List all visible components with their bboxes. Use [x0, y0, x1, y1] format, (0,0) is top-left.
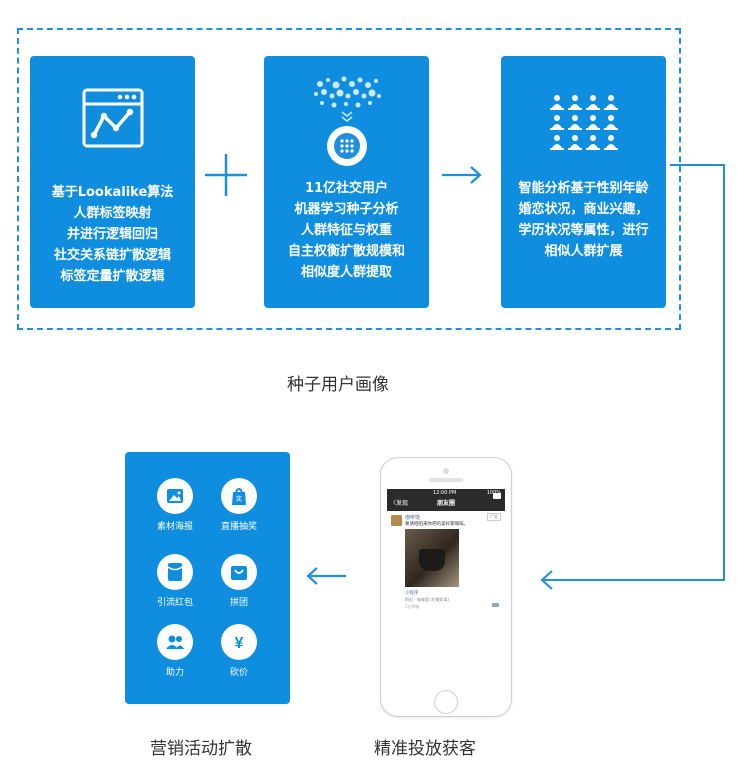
seed-user-caption: 种子用户画像	[287, 375, 389, 395]
ad-tag[interactable]: 广告	[487, 513, 501, 521]
post-meta: 附近 · 咖啡馆 (约需距离)	[405, 597, 450, 602]
tool-circle[interactable]	[157, 554, 193, 590]
card1-line: 基于Lookalike算法	[51, 185, 174, 200]
card3-line: 相似人群扩展	[544, 244, 623, 259]
marketing-caption: 营销活动扩散	[150, 739, 252, 759]
social-user-card: 11亿社交用户 机器学习种子分析 人群特征与权重 自主权衡扩散规模和 相似度人群…	[264, 56, 429, 308]
left-arrow-icon	[306, 567, 346, 585]
tool-label: 素材海报	[156, 522, 193, 532]
card3-line: 学历状况等属性，进行	[518, 223, 649, 238]
phone-screen: 12:00 PM 100% 〈发现 朋友圈 咖啡馆 广告 要请咱咱来你吧的美好家…	[387, 489, 505, 676]
tool-circle[interactable]: 奖	[221, 478, 257, 514]
red-packet-icon	[167, 563, 183, 581]
tool-circle[interactable]	[157, 478, 193, 514]
people-icon	[166, 635, 184, 649]
card2-text: 11亿社交用户 机器学习种子分析 人群特征与权重 自主权衡扩散规模和 相似度人群…	[264, 178, 429, 283]
post-text: 要请咱咱来你吧的美好家咖啡。	[405, 522, 468, 527]
similar-audience-card: 智能分析基于性别年龄 婚恋状况，商业兴趣， 学历状况等属性，进行 相似人群扩展	[501, 56, 666, 308]
back-button[interactable]: 〈发现	[390, 500, 409, 507]
flow-connector	[540, 164, 725, 590]
precise-caption: 精准投放获客	[374, 739, 476, 759]
tool-label: 助力	[165, 668, 184, 678]
home-button[interactable]	[434, 690, 458, 714]
crowd-icon	[550, 95, 618, 150]
card2-line: 自主权衡扩散规模和	[287, 244, 405, 259]
card2-line: 相似度人群提取	[300, 265, 392, 280]
card1-line: 并进行逻辑回归	[66, 227, 158, 242]
card3-line: 婚恋状况，商业兴趣，	[518, 202, 649, 217]
gift-bag-icon: 奖	[232, 488, 246, 505]
post-author[interactable]: 咖啡馆	[405, 515, 421, 521]
status-time: 12:00 PM	[433, 490, 457, 496]
svg-text:¥: ¥	[235, 635, 244, 652]
card3-text: 智能分析基于性别年龄 婚恋状况，商业兴趣， 学历状况等属性，进行 相似人群扩展	[501, 178, 666, 262]
camera-icon[interactable]	[493, 493, 501, 499]
card1-line: 社交关系链扩散逻辑	[53, 248, 171, 263]
browser-chart-icon	[82, 88, 144, 148]
card1-line: 标签定量扩散逻辑	[60, 269, 165, 284]
avatar[interactable]	[391, 515, 402, 526]
status-bar: 12:00 PM 100%	[387, 489, 505, 497]
speaker-slot	[429, 478, 463, 482]
card2-line: 人群特征与权重	[300, 223, 392, 238]
svg-text:奖: 奖	[236, 495, 242, 503]
comment-icon[interactable]	[492, 603, 499, 607]
plus-icon	[205, 154, 247, 196]
data-cluster-icon	[314, 76, 381, 166]
camera-dot	[443, 468, 449, 474]
marketing-tools-card: 素材海报 奖 直播抽奖 引流红包 拼团 助力 ¥ 砍价	[125, 452, 290, 704]
seed-user-group-box	[17, 28, 681, 330]
phone-mockup: 12:00 PM 100% 〈发现 朋友圈 咖啡馆 广告 要请咱咱来你吧的美好家…	[380, 457, 512, 717]
shopping-bag-icon	[231, 566, 247, 580]
post-time: 2分钟前	[405, 604, 420, 609]
image-icon	[167, 489, 183, 503]
lookalike-card: 基于Lookalike算法 人群标签映射 并进行逻辑回归 社交关系链扩散逻辑 标…	[30, 56, 195, 308]
coffee-photo[interactable]	[405, 529, 459, 587]
card3-line: 智能分析基于性别年龄	[518, 181, 649, 196]
card1-text: 基于Lookalike算法 人群标签映射 并进行逻辑回归 社交关系链扩散逻辑 标…	[30, 182, 195, 287]
right-arrow-icon	[442, 166, 482, 184]
tool-label: 砍价	[229, 668, 248, 678]
tool-label: 直播抽奖	[220, 522, 257, 532]
tool-circle[interactable]	[221, 554, 257, 590]
coffee-cup	[419, 549, 445, 571]
tool-circle[interactable]: ¥	[221, 624, 257, 660]
card2-line: 11亿社交用户	[304, 181, 389, 196]
tool-label: 引流红包	[156, 598, 193, 608]
card2-line: 机器学习种子分析	[294, 202, 399, 217]
card1-line: 人群标签映射	[73, 206, 152, 221]
tool-label: 拼团	[229, 598, 248, 608]
mini-program-link[interactable]: 小程序	[405, 591, 419, 596]
yen-icon: ¥	[235, 635, 244, 652]
tool-circle[interactable]	[157, 624, 193, 660]
nav-title: 朋友圈	[436, 500, 455, 507]
nav-bar: 〈发现 朋友圈	[387, 493, 505, 511]
